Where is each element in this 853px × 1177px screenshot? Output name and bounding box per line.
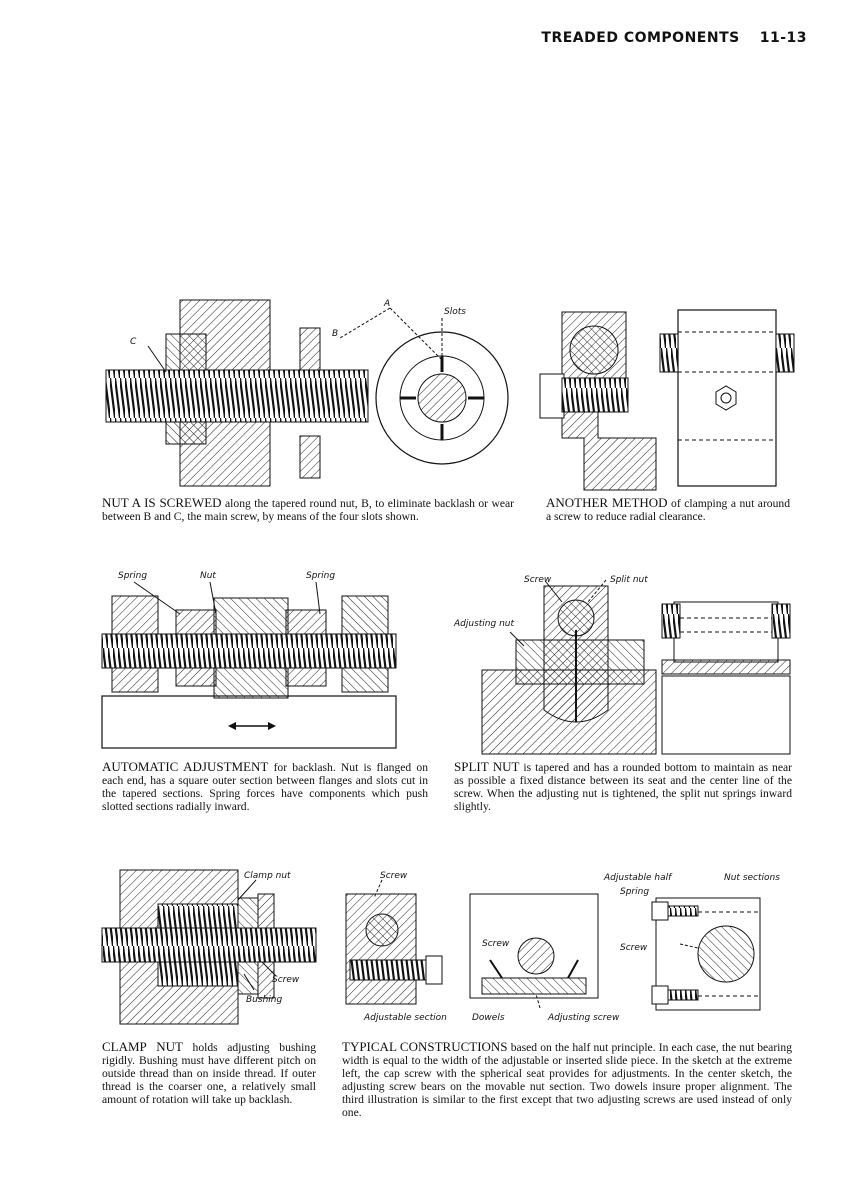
label-clamp-nut: Clamp nut [244,871,291,881]
label-adjusting-screw: Adjusting screw [547,1013,620,1023]
label-bushing: Bushing [246,995,282,1005]
figure-automatic-adjustment: Spring Nut Spring [98,568,400,752]
figure-split-nut: Screw Split nut Adjusting nut [448,574,794,756]
label-b: B [332,329,338,339]
page-number: 11-13 [759,30,807,46]
label-spring: Spring [620,887,649,897]
figure-tapered-nut: A B C Slots [100,298,520,490]
label-adjusting-nut: Adjusting nut [453,619,514,629]
label-screw-top: Screw [380,871,408,881]
caption-automatic-adjustment: AUTOMATIC ADJUSTMENT for backlash. Nut i… [102,759,428,813]
caption-split-nut: SPLIT NUT is tapered and has a rounded b… [454,759,792,813]
label-c: C [130,337,137,347]
label-screw: Screw [524,575,552,585]
caption-tapered-nut: NUT A IS SCREWED along the tapered round… [102,495,514,523]
label-adjustable-section: Adjustable section [363,1013,447,1023]
figure-clamping-nut [536,308,798,492]
label-slots: Slots [444,307,466,317]
label-screw-center: Screw [482,939,510,949]
label-adjustable-half: Adjustable half [603,873,673,883]
figure-typical-constructions: Screw Screw Adjustable section Dowels Ad… [340,868,792,1028]
label-nut-sections: Nut sections [724,873,780,883]
label-spring-right: Spring [306,571,335,581]
header-title: TREADED COMPONENTS [541,30,740,46]
caption-clamp-nut: CLAMP NUT holds adjusting bushing rigidl… [102,1039,317,1106]
label-screw-right: Screw [620,943,648,953]
label-a: A [383,299,390,309]
figure-clamp-nut: Clamp nut Screw Bushing [98,866,320,1028]
label-dowels: Dowels [472,1013,505,1023]
label-nut: Nut [200,571,216,581]
caption-clamping-nut: ANOTHER METHOD of clamping a nut around … [546,495,790,523]
label-spring-left: Spring [118,571,147,581]
page-header: TREADED COMPONENTS 11-13 [541,30,807,46]
caption-typical-constructions: TYPICAL CONSTRUCTIONS based on the half … [342,1039,792,1119]
label-split-nut: Split nut [610,575,648,585]
label-clamp-screw: Screw [272,975,300,985]
